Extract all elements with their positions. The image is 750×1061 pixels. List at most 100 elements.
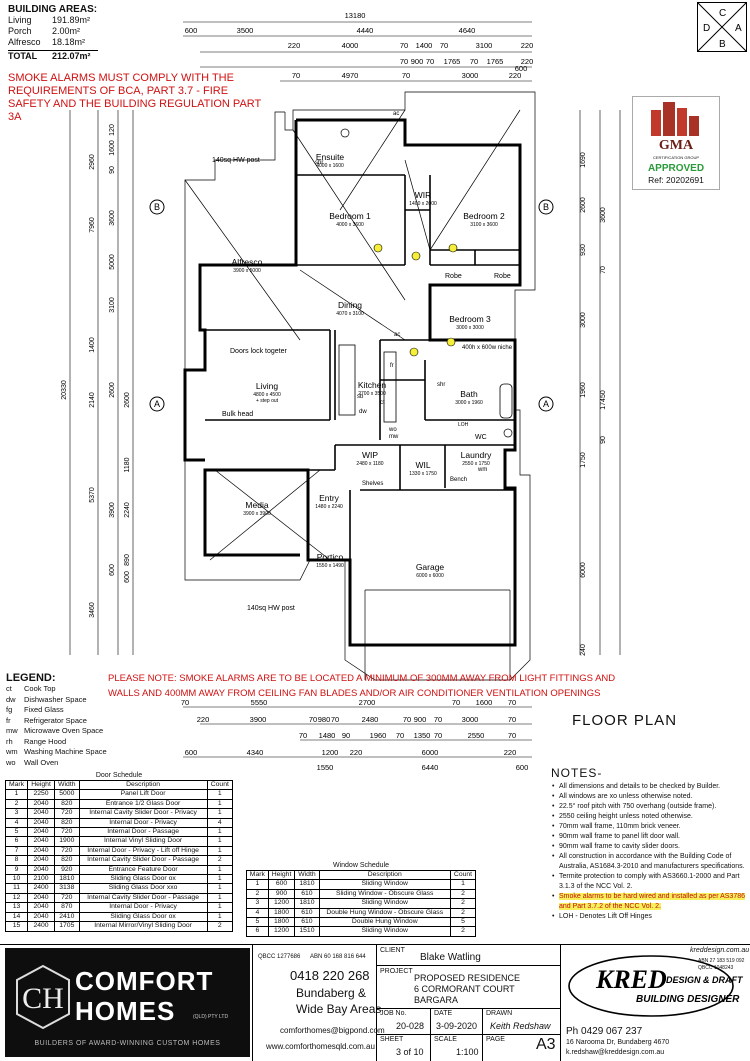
corner-a: A (735, 23, 742, 34)
svg-text:3000: 3000 (580, 312, 587, 328)
table-cell: 2 (246, 888, 269, 900)
note-item: Termite protection to comply with AS3660… (552, 872, 746, 892)
sheet-number: 3 of 10 (396, 1047, 424, 1057)
table-cell: 2 (449, 888, 477, 900)
company-name-2: HOMES (75, 996, 176, 1026)
room-kitchen: Kitchen (358, 380, 387, 390)
svg-text:GMA: GMA (659, 138, 694, 150)
svg-text:3900 x 3900: 3900 x 3900 (243, 511, 271, 517)
table-cell: 1 (206, 874, 234, 885)
plan-annotations: 140sq HW post 140sq HW post Doors lock t… (212, 111, 513, 612)
gma-approval-stamp: GMA CERTIFICATION GROUP APPROVED Ref: 20… (632, 96, 720, 190)
table-cell: 12 (4, 892, 29, 904)
note-item: All windows are xo unless otherwise note… (552, 792, 746, 802)
svg-text:1400 x 2000: 1400 x 2000 (409, 201, 437, 207)
gma-building-logo: GMA (647, 102, 705, 150)
svg-text:Robe: Robe (494, 273, 511, 280)
svg-text:3000 x 3000: 3000 x 3000 (456, 325, 484, 331)
table-cell: 2400 (27, 921, 56, 932)
table-cell: 2040 (27, 845, 56, 857)
svg-text:600: 600 (124, 571, 131, 583)
table-cell: 2250 (27, 789, 56, 800)
svg-text:70: 70 (426, 57, 434, 66)
svg-text:70: 70 (452, 698, 460, 707)
svg-text:3500: 3500 (237, 26, 254, 35)
table-cell: Internal Door - Privacy (78, 817, 208, 829)
dim-overall-width: 13180 (345, 11, 366, 20)
svg-text:70: 70 (600, 266, 607, 274)
kred-phone: Ph 0429 067 237 (566, 1026, 643, 1037)
svg-text:890: 890 (124, 554, 131, 566)
table-cell: Sliding Glass Door ox (78, 874, 208, 885)
room-laundry: Laundry (461, 450, 492, 460)
table-cell: Internal Door - Privacy - Lift off Hinge (78, 845, 208, 857)
svg-text:1400: 1400 (89, 337, 96, 353)
right-dimension-labels: 1690 2600 930 3000 1960 1750 6000 240 36… (580, 152, 607, 656)
table-cell: Internal Cavity Slider Door - Privacy (78, 808, 208, 819)
table-cell: 2040 (27, 798, 56, 810)
svg-text:mw: mw (389, 434, 399, 440)
svg-text:wo: wo (388, 427, 397, 433)
left-dimensions (69, 110, 134, 655)
svg-text:70: 70 (400, 41, 408, 50)
kitchen-bench (383, 351, 397, 423)
table-cell: 5 (449, 917, 477, 928)
svg-text:1550: 1550 (317, 763, 334, 770)
svg-text:5000: 5000 (109, 254, 116, 270)
table-cell: 1200 (267, 926, 296, 937)
svg-text:220: 220 (521, 41, 534, 50)
bottom-dimension-labels: 70 5550 2700 70 1600 70 220 3900 70 980 … (181, 698, 528, 770)
table-cell: 14 (4, 911, 29, 923)
room-labels: Ensuite 4000 x 1600 WIR 1400 x 2000 Bedr… (232, 152, 505, 579)
svg-text:WC: WC (475, 434, 487, 441)
svg-text:3100: 3100 (476, 41, 493, 50)
svg-text:20330: 20330 (61, 380, 68, 400)
table-cell: 3138 (54, 883, 80, 894)
svg-text:1400: 1400 (416, 41, 433, 50)
svg-text:600: 600 (515, 64, 528, 73)
table-cell: 2400 (27, 883, 56, 894)
svg-text:sb: sb (357, 394, 364, 400)
svg-text:2700 x 3500: 2700 x 3500 (358, 391, 386, 397)
corner-d: D (703, 23, 710, 34)
svg-text:900: 900 (411, 57, 424, 66)
svg-text:4340: 4340 (247, 748, 264, 757)
svg-text:2600: 2600 (124, 392, 131, 408)
svg-text:2550: 2550 (468, 731, 485, 740)
table-cell: 1810 (294, 879, 320, 890)
table-cell: 820 (54, 798, 80, 810)
svg-text:70: 70 (434, 715, 442, 724)
comfort-homes-logo-panel: CH COMFORT HOMES (QLD) PTY LTD BUILDERS … (5, 948, 250, 1057)
room-wir: WIR (415, 190, 432, 200)
table-cell: Sliding Window (318, 879, 451, 890)
svg-text:BUILDING DESIGNER: BUILDING DESIGNER (636, 994, 740, 1005)
svg-text:ac: ac (393, 111, 399, 117)
table-cell: Internal Vinyl Sliding Door (78, 836, 208, 847)
table-cell: 2040 (27, 808, 56, 819)
scale: 1:100 (456, 1047, 479, 1057)
gma-cert: CERTIFICATION GROUP (652, 155, 700, 160)
table-cell: 1200 (267, 898, 296, 909)
svg-text:3900: 3900 (250, 715, 267, 724)
svg-text:Shelves: Shelves (362, 481, 383, 487)
table-cell: 820 (54, 855, 80, 866)
svg-text:dw: dw (359, 409, 367, 415)
